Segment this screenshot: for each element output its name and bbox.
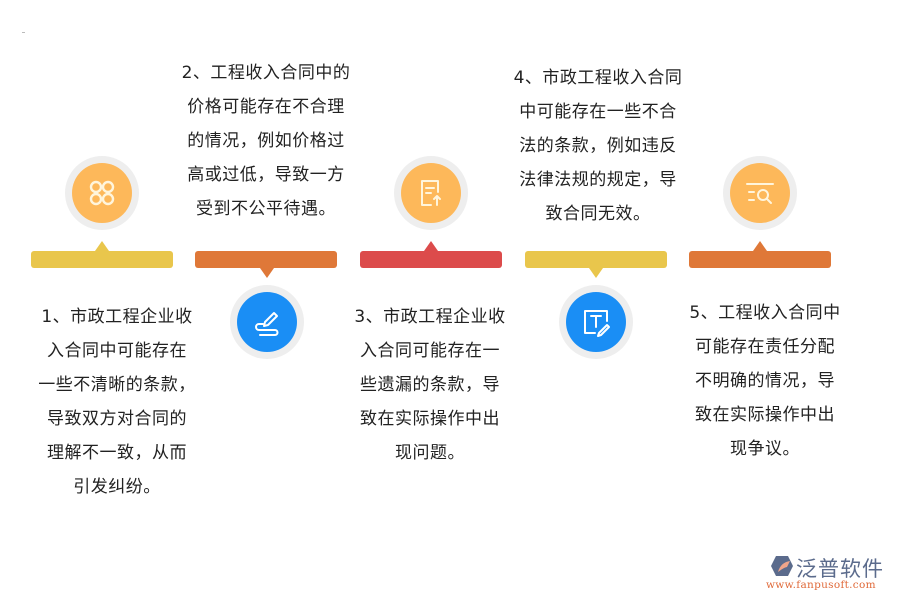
step-1-description: 1、市政工程企业收 入合同中可能存在 一些不清晰的条款， 导致双方对合同的 理解… (38, 307, 196, 497)
step-4-description: 4、市政工程收入合同 中可能存在一些不合 法的条款，例如违反 法律法规的规定，导… (513, 68, 683, 224)
pointer-down-4 (589, 268, 603, 278)
timeline-bar-4 (525, 251, 667, 268)
brand-url: www.fanpusoft.com (766, 579, 876, 591)
pointer-down-2 (260, 268, 274, 278)
step-2-description: 2、工程收入合同中的 价格可能存在不合理 的情况，例如价格过 高或过低，导致一方… (181, 63, 351, 219)
step-1-icon-badge (65, 156, 139, 230)
timeline-bar-3 (360, 251, 502, 268)
step-5-description: 5、工程收入合同中 可能存在责任分配 不明确的情况，导 致在实际操作中出 现争议… (689, 303, 841, 459)
apps-grid-icon (89, 180, 115, 206)
step-4-icon-badge (559, 285, 633, 359)
pointer-up-1 (95, 241, 109, 251)
text-edit-icon (584, 310, 610, 337)
step-2-icon-badge (230, 285, 304, 359)
pointer-up-3 (424, 241, 438, 251)
timeline-bar-1 (31, 251, 173, 268)
brand-mark-icon (771, 556, 793, 576)
document-upload-icon (421, 180, 441, 206)
list-search-icon (746, 183, 774, 204)
brand-logo: 泛普软件 www.fanpusoft.com (766, 553, 896, 593)
brand-name: 泛普软件 (796, 557, 884, 581)
pen-signature-icon (255, 312, 279, 336)
timeline-bar-2 (195, 251, 337, 268)
pointer-up-5 (753, 241, 767, 251)
step-3-icon-badge (394, 156, 468, 230)
timeline-bar-5 (689, 251, 831, 268)
corner-mark (22, 32, 25, 33)
step-5-icon-badge (723, 156, 797, 230)
step-3-description: 3、市政工程企业收 入合同可能存在一 些遗漏的条款，导 致在实际操作中出 现问题… (354, 307, 506, 463)
